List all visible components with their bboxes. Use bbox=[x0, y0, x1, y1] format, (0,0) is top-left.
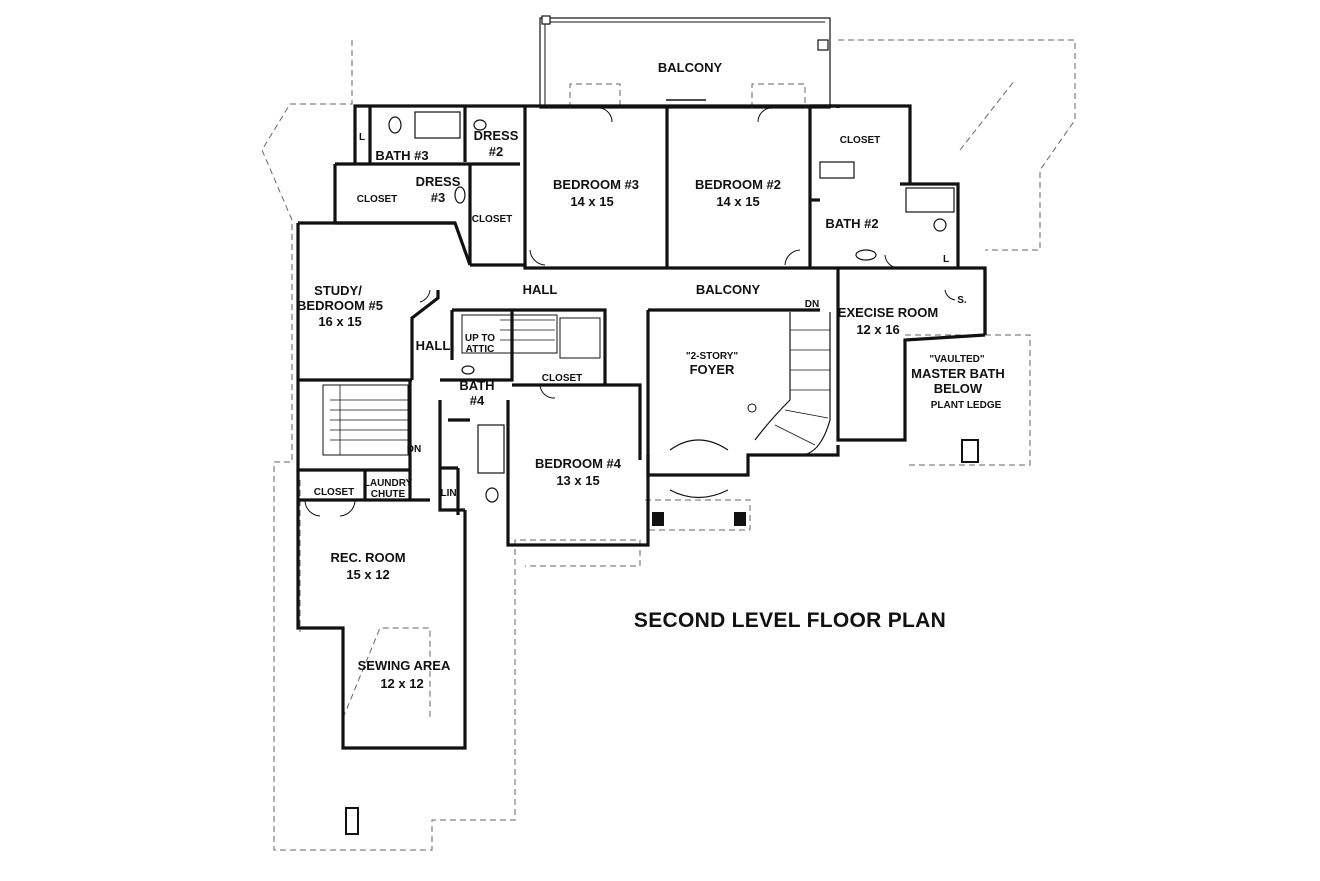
label-exercise-size: 12 x 16 bbox=[856, 322, 899, 337]
sinks-bath2-icon bbox=[819, 161, 855, 179]
label-rec-size: 15 x 12 bbox=[346, 567, 389, 582]
toilet-bath3-icon bbox=[388, 116, 402, 134]
label-closet-dress2: CLOSET bbox=[472, 214, 513, 225]
label-bath4-a: BATH bbox=[459, 378, 494, 393]
label-lin: LIN. bbox=[441, 488, 460, 499]
sink-bath4-icon bbox=[461, 365, 475, 375]
label-up-attic-b: ATTIC bbox=[466, 344, 495, 355]
curved-stair bbox=[747, 312, 831, 456]
label-dress3-a: DRESS bbox=[416, 174, 461, 189]
label-study-b: BEDROOM #5 bbox=[297, 298, 383, 313]
label-bath3: BATH #3 bbox=[375, 148, 428, 163]
label-bedroom3-size: 14 x 15 bbox=[570, 194, 613, 209]
label-exercise-name: EXECISE ROOM bbox=[838, 305, 938, 320]
left-stair bbox=[322, 384, 409, 456]
chimney-icon bbox=[961, 439, 979, 463]
label-bedroom2-name: BEDROOM #2 bbox=[695, 177, 781, 192]
label-foyer-a: "2-STORY" bbox=[686, 351, 739, 362]
label-sewing-size: 12 x 12 bbox=[380, 676, 423, 691]
fixtures bbox=[345, 111, 979, 835]
label-bedroom3-name: BEDROOM #3 bbox=[553, 177, 639, 192]
doors bbox=[304, 107, 956, 517]
label-up-attic-a: UP TO bbox=[465, 333, 495, 344]
label-foyer-b: FOYER bbox=[690, 362, 735, 377]
sink-dress2-icon bbox=[473, 119, 487, 131]
label-l-bath3: L bbox=[359, 132, 365, 143]
plan-title: SECOND LEVEL FLOOR PLAN bbox=[634, 609, 946, 632]
label-study-size: 16 x 15 bbox=[318, 314, 361, 329]
label-bath2: BATH #2 bbox=[825, 216, 878, 231]
top-balcony bbox=[539, 15, 831, 109]
attic-stair bbox=[461, 314, 601, 359]
tub-bath3-icon bbox=[414, 111, 461, 139]
room-labels: BALCONY BATH #3 DRESS #2 DRESS #3 CLOSET… bbox=[297, 60, 1005, 691]
label-bedroom4-name: BEDROOM #4 bbox=[535, 456, 622, 471]
label-bedroom2-size: 14 x 15 bbox=[716, 194, 759, 209]
label-closet-bath3: CLOSET bbox=[357, 194, 398, 205]
label-hall-upper: HALL bbox=[523, 282, 558, 297]
walls bbox=[296, 104, 987, 750]
foyer-bay bbox=[652, 439, 746, 526]
label-rec-name: REC. ROOM bbox=[330, 550, 405, 565]
label-closet-rec: CLOSET bbox=[314, 487, 355, 498]
label-study-a: STUDY/ bbox=[314, 283, 362, 298]
label-laundry-a: LAUNDRY bbox=[364, 478, 413, 489]
label-hall-left: HALL bbox=[416, 338, 451, 353]
label-dress2-a: DRESS bbox=[474, 128, 519, 143]
label-bedroom4-size: 13 x 15 bbox=[556, 473, 599, 488]
chimney-lower-icon bbox=[345, 807, 359, 835]
label-vaulted-a: "VAULTED" bbox=[929, 354, 984, 365]
toilet-bath2-icon bbox=[933, 218, 947, 232]
label-dress2-b: #2 bbox=[489, 144, 503, 159]
label-dn-left: DN bbox=[407, 444, 421, 455]
label-l-bath2: L bbox=[943, 254, 949, 265]
label-closet-hall: CLOSET bbox=[542, 373, 583, 384]
label-balcony-top: BALCONY bbox=[658, 60, 723, 75]
sink-dress3-icon bbox=[454, 186, 466, 204]
label-vaulted-b: MASTER BATH bbox=[911, 366, 1005, 381]
label-laundry-b: CHUTE bbox=[371, 489, 406, 500]
sink-bath2-icon bbox=[855, 249, 877, 261]
tub-bath4-icon bbox=[477, 424, 505, 474]
label-sewing-name: SEWING AREA bbox=[358, 658, 451, 673]
tub-bath2-icon bbox=[905, 187, 955, 213]
label-dress3-b: #3 bbox=[431, 190, 445, 205]
label-s: S. bbox=[957, 295, 967, 306]
label-closet-bath2: CLOSET bbox=[840, 135, 881, 146]
label-dn-right: DN bbox=[805, 299, 819, 310]
label-plant-ledge: PLANT LEDGE bbox=[931, 400, 1002, 411]
label-balcony-mid: BALCONY bbox=[696, 282, 761, 297]
label-vaulted-c: BELOW bbox=[934, 381, 983, 396]
label-bath4-b: #4 bbox=[470, 393, 485, 408]
toilet-bath4-icon bbox=[485, 487, 499, 503]
